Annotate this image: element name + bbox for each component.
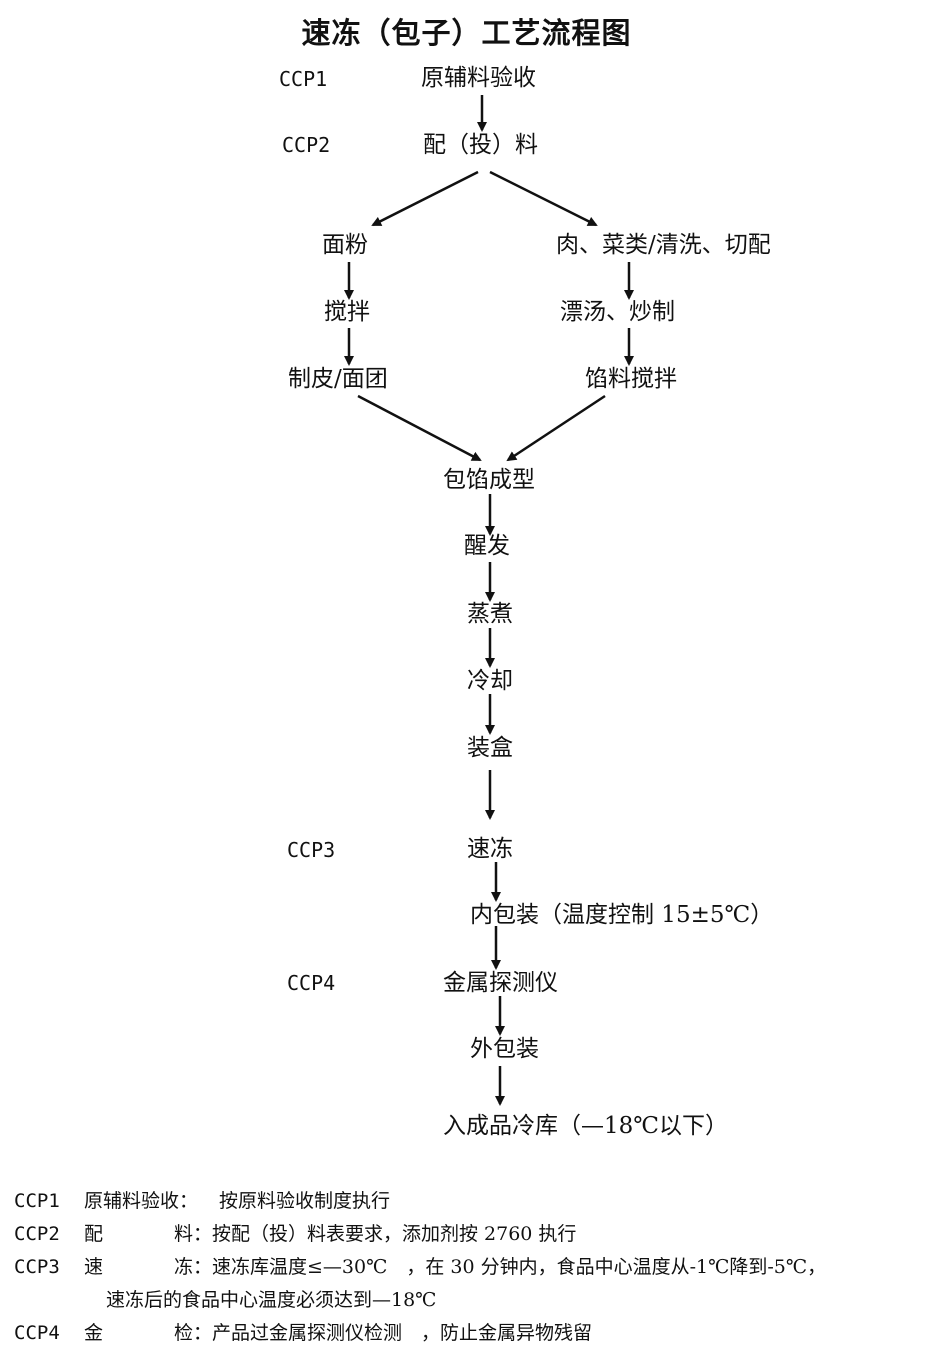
node-outer-packaging: 外包装 bbox=[470, 1036, 539, 1062]
note-ccp3: CCP3 速 冻：速冻库温度≤—30℃ ，在 30 分钟内，食品中心温度从-1℃… bbox=[14, 1251, 924, 1284]
arrow-wrapper-to-forming bbox=[357, 394, 482, 462]
node-flour: 面粉 bbox=[322, 232, 368, 258]
node-wrapping-forming: 包馅成型 bbox=[443, 467, 535, 493]
arrow-mixing-to-flour bbox=[371, 170, 479, 227]
ccp1-label: CCP1 bbox=[279, 67, 328, 91]
note-name: 原辅料验收： bbox=[84, 1190, 199, 1212]
arrow-filling-to-forming bbox=[506, 394, 606, 462]
node-meat-vegetable-prep: 肉、菜类/清洗、切配 bbox=[556, 232, 771, 258]
node-proofing: 醒发 bbox=[464, 533, 510, 559]
note-ccp1: CCP1 原辅料验收： 按原料验收制度执行 bbox=[14, 1185, 924, 1218]
node-cold-storage: 入成品冷库（—18℃以下） bbox=[443, 1113, 728, 1139]
note-ccp4: CCP4 金 检：产品过金属探测仪检测 ，防止金属异物残留 bbox=[14, 1317, 924, 1350]
note-text: 按原料验收制度执行 bbox=[219, 1190, 391, 1212]
note-ccp2: CCP2 配 料：按配（投）料表要求，添加剂按 2760 执行 bbox=[14, 1218, 924, 1251]
node-quick-freezing: 速冻 bbox=[467, 836, 513, 862]
note-name: 配 bbox=[84, 1223, 104, 1245]
arrow-mixing-to-meat bbox=[489, 170, 598, 227]
note-code: CCP4 bbox=[14, 1322, 60, 1344]
note-ccp3-continuation: 速冻后的食品中心温度必须达到—18℃ bbox=[14, 1284, 924, 1317]
node-steaming: 蒸煮 bbox=[467, 601, 513, 627]
node-metal-detector: 金属探测仪 bbox=[443, 970, 558, 996]
note-text: 检：产品过金属探测仪检测 ，防止金属异物残留 bbox=[174, 1322, 593, 1344]
ccp-notes: CCP1 原辅料验收： 按原料验收制度执行 CCP2 配 料：按配（投）料表要求… bbox=[14, 1185, 924, 1350]
node-filling-stirring: 馅料搅拌 bbox=[585, 366, 677, 392]
node-inner-packaging: 内包装（温度控制 15±5℃） bbox=[470, 902, 774, 928]
ccp4-label: CCP4 bbox=[287, 971, 336, 995]
note-text-continuation: 速冻后的食品中心温度必须达到—18℃ bbox=[106, 1289, 437, 1311]
note-code: CCP1 bbox=[14, 1190, 60, 1212]
node-wrapper-dough: 制皮/面团 bbox=[288, 366, 388, 392]
note-code: CCP3 bbox=[14, 1256, 60, 1278]
node-dough-stirring: 搅拌 bbox=[324, 299, 370, 325]
note-name: 金 bbox=[84, 1322, 104, 1344]
node-blanch-fry: 漂汤、炒制 bbox=[560, 299, 675, 325]
ccp2-label: CCP2 bbox=[282, 133, 331, 157]
node-raw-material-inspection: 原辅料验收 bbox=[421, 65, 536, 91]
note-name: 速 bbox=[84, 1256, 104, 1278]
node-cooling: 冷却 bbox=[467, 668, 513, 694]
page-title: 速冻（包子）工艺流程图 bbox=[301, 16, 632, 50]
note-text: 料：按配（投）料表要求，添加剂按 2760 执行 bbox=[174, 1223, 577, 1245]
node-ingredient-mixing: 配（投）料 bbox=[423, 132, 538, 158]
note-text: 冻：速冻库温度≤—30℃ ，在 30 分钟内，食品中心温度从-1℃降到-5℃， bbox=[174, 1256, 827, 1278]
note-code: CCP2 bbox=[14, 1223, 60, 1245]
ccp3-label: CCP3 bbox=[287, 838, 336, 862]
node-boxing: 装盒 bbox=[467, 735, 513, 761]
